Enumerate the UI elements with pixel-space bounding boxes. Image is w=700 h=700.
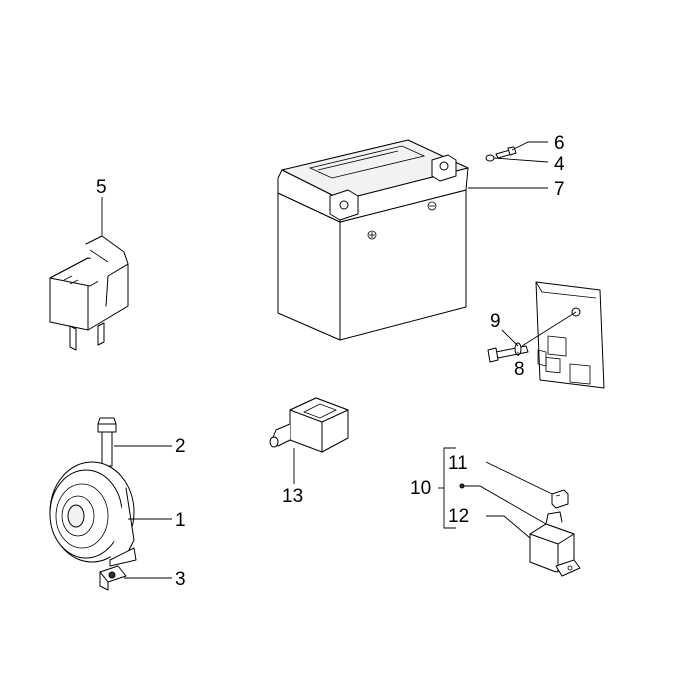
battery [277, 139, 469, 341]
callout-12: 12 [448, 506, 469, 527]
leader-6 [511, 141, 548, 151]
callout-7: 7 [554, 179, 565, 200]
callout-4: 4 [554, 154, 565, 175]
leader-12 [486, 515, 531, 539]
horn [49, 461, 137, 567]
battery-terminal-screw [495, 146, 517, 159]
leader-4 [493, 157, 549, 163]
fuse-holder [529, 511, 581, 577]
callout-10: 10 [410, 478, 431, 499]
horn-bolt [97, 417, 117, 467]
relay [49, 235, 129, 351]
battery-terminal-washer [485, 154, 495, 162]
horn-clip-nut [99, 565, 127, 591]
fuse [551, 489, 569, 509]
callout-13: 13 [282, 486, 303, 507]
callout-9: 9 [490, 311, 501, 332]
leader-10 [462, 485, 547, 525]
bullet-10 [459, 483, 465, 489]
battery-bracket [535, 281, 605, 389]
callout-1: 1 [175, 510, 186, 531]
callout-8: 8 [514, 359, 525, 380]
callout-3: 3 [175, 569, 186, 590]
leader-lines [101, 141, 577, 579]
leader-11 [485, 461, 553, 495]
sensor-connector [269, 397, 349, 453]
callout-6: 6 [554, 133, 565, 154]
leader-8-to-bracket [521, 311, 577, 347]
callout-11: 11 [448, 453, 468, 474]
callout-5: 5 [96, 177, 107, 198]
callout-2: 2 [175, 436, 186, 457]
leader-9 [501, 329, 519, 347]
